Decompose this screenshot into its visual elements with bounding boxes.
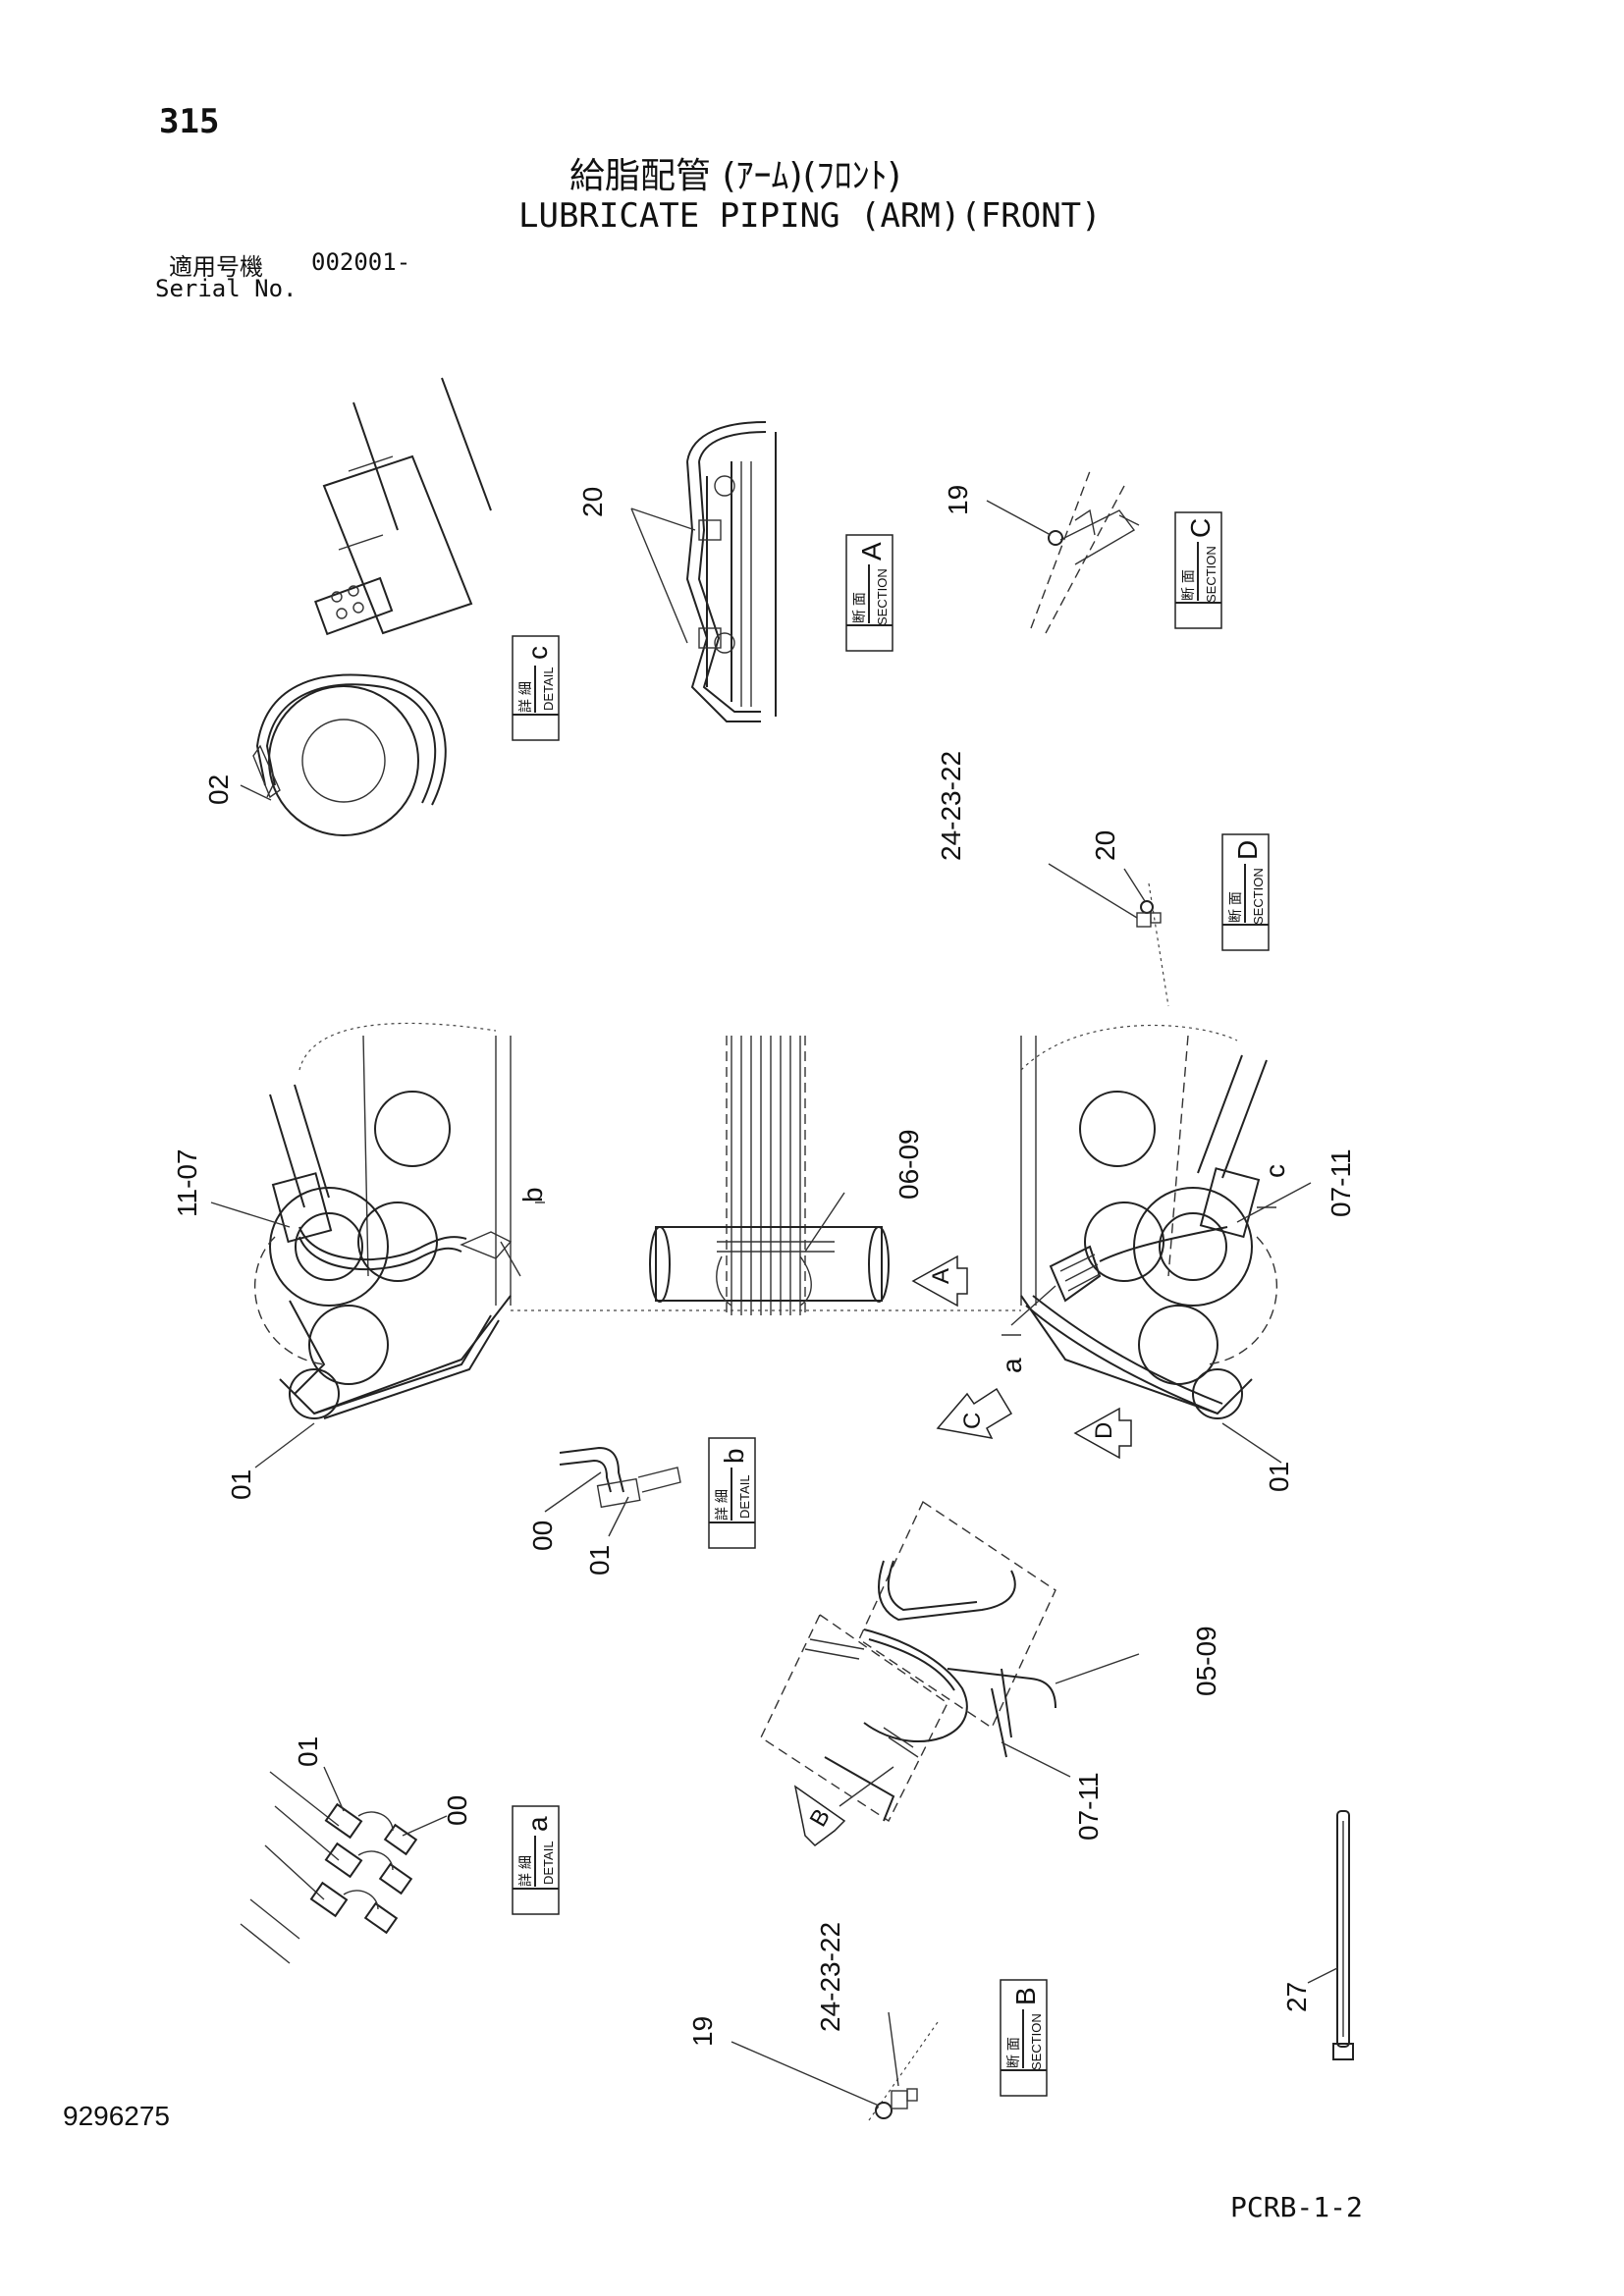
section-d-en: SECTION — [1251, 868, 1266, 925]
serial-label-japanese: 適用号機 — [169, 253, 263, 281]
section-b-label: 断 面 SECTION B — [1000, 1979, 1048, 2097]
section-d-jp: 断 面 — [1227, 891, 1243, 923]
cable-tie-drawing — [1307, 1810, 1354, 2060]
section-b-letter: B — [1010, 1987, 1041, 2005]
section-a-jp: 断 面 — [851, 592, 867, 623]
view-arrow-d: D — [1073, 1407, 1132, 1460]
page-number: 315 — [159, 102, 220, 141]
section-c-label: 断 面 SECTION C — [1174, 511, 1222, 629]
section-c-jp: 断 面 — [1180, 569, 1196, 601]
callout-19-b: 19 — [687, 2016, 718, 2047]
callout-11-07: 11-07 — [172, 1148, 202, 1217]
detail-a-drawing — [240, 1766, 448, 1964]
section-b-en: SECTION — [1029, 2013, 1044, 2070]
section-a-label: 断 面 SECTION A — [845, 534, 893, 652]
callout-19-a: 19 — [943, 485, 973, 515]
callout-01-b: 01 — [1264, 1462, 1294, 1492]
detail-a-en: DETAIL — [541, 1841, 556, 1885]
title-english: LUBRICATE PIPING (ARM)(FRONT) — [518, 196, 1102, 236]
section-a-letter: A — [856, 542, 887, 561]
title-japanese: 給脂配管 (ｱｰﾑ)(ﾌﾛﾝﾄ) — [569, 156, 901, 196]
detail-c-drawing — [240, 377, 492, 836]
callout-02: 02 — [203, 774, 234, 805]
section-b-drawing — [731, 2011, 939, 2121]
callout-07-11-a: 07-11 — [1326, 1148, 1356, 1217]
section-c-letter: C — [1185, 518, 1216, 538]
callout-27: 27 — [1281, 1982, 1312, 2012]
section-a-en: SECTION — [875, 568, 890, 625]
detail-a-letter: a — [522, 1816, 553, 1832]
callout-20-b: 20 — [1090, 830, 1120, 861]
svg-text:C: C — [959, 1413, 986, 1429]
detail-b-label: 詳 細 DETAIL b — [708, 1437, 756, 1549]
callout-01-c: 01 — [584, 1545, 615, 1575]
detail-c-letter: c — [522, 646, 553, 660]
svg-text:D: D — [1091, 1422, 1117, 1439]
view-arrow-c: C — [936, 1387, 1013, 1440]
section-d-drawing — [1048, 863, 1169, 1007]
callout-00-a: 00 — [527, 1521, 558, 1551]
detail-c-jp: 詳 細 — [517, 681, 533, 713]
detail-b-drawing — [544, 1446, 681, 1537]
view-arrow-a: A — [911, 1255, 968, 1308]
detail-b-letter: b — [719, 1448, 749, 1464]
ref-b-marker: b — [517, 1187, 548, 1202]
detail-a-label: 詳 細 DETAIL a — [512, 1805, 560, 1915]
serial-number-value: 002001- — [311, 248, 411, 276]
sheet-code: PCRB-1-2 — [1230, 2191, 1363, 2223]
callout-00-b: 00 — [442, 1795, 472, 1826]
callout-05-09: 05-09 — [1191, 1626, 1221, 1696]
callout-24-23-22-b: 24-23-22 — [815, 1922, 845, 2032]
section-a-drawing — [630, 421, 777, 722]
callout-01-d: 01 — [293, 1736, 323, 1767]
detail-b-jp: 詳 細 — [714, 1489, 730, 1521]
detail-b-en: DETAIL — [737, 1474, 752, 1519]
detail-c-label: 詳 細 DETAIL c — [512, 635, 560, 741]
serial-label-english: Serial No. — [155, 275, 298, 302]
svg-text:A: A — [928, 1268, 954, 1284]
main-assembly-drawing — [210, 1022, 1312, 1468]
section-c-en: SECTION — [1204, 546, 1218, 603]
callout-07-11-b: 07-11 — [1073, 1772, 1104, 1841]
callout-01-a: 01 — [226, 1469, 256, 1500]
drawing-number: 9296275 — [63, 2101, 171, 2131]
callout-20-a: 20 — [577, 487, 608, 517]
ref-a-marker: a — [997, 1358, 1027, 1373]
ref-c-marker: c — [1260, 1164, 1290, 1178]
callout-24-23-22-a: 24-23-22 — [936, 751, 966, 861]
view-arrow-b: B — [793, 1785, 846, 1846]
detail-a-jp: 詳 細 — [517, 1855, 533, 1887]
bucket-link-drawing — [760, 1500, 1140, 1823]
section-d-letter: D — [1232, 840, 1263, 860]
section-d-label: 断 面 SECTION D — [1221, 833, 1270, 951]
section-b-jp: 断 面 — [1005, 2037, 1021, 2068]
callout-06-09: 06-09 — [893, 1129, 924, 1200]
detail-c-en: DETAIL — [541, 667, 556, 711]
section-c-drawing — [986, 470, 1140, 634]
